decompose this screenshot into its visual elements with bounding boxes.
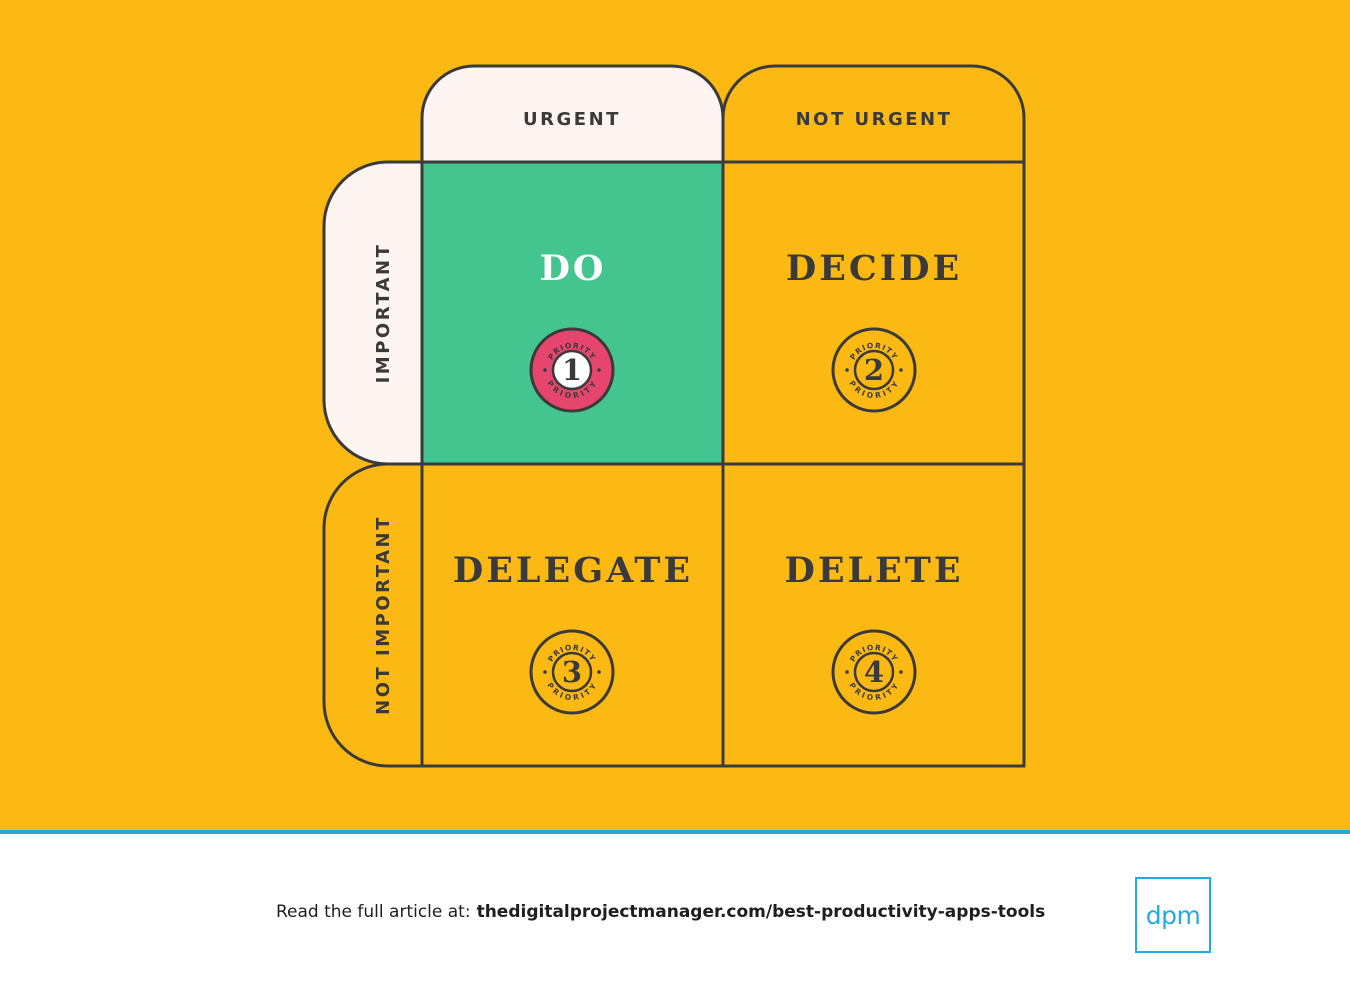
priority-4-number: 4 — [864, 655, 884, 689]
footer-prefix: Read the full article at: — [276, 902, 471, 922]
not-urgent-header-tab — [721, 64, 1026, 164]
priority-2-badge: PRIORITY PRIORITY 2 — [831, 327, 917, 413]
quadrant-delete — [721, 462, 1026, 768]
quadrant-delete-label: DELETE — [784, 550, 963, 591]
priority-1-badge: PRIORITY PRIORITY 1 — [529, 327, 615, 413]
dpm-logo[interactable]: dpm — [1135, 877, 1211, 953]
quadrant-delegate — [420, 462, 725, 768]
priority-1-number: 1 — [562, 353, 582, 387]
urgent-header-tab — [420, 64, 725, 164]
eisenhower-matrix: URGENT NOT URGENT IMPORTANT NOT IMPORTAN… — [322, 64, 1026, 768]
article-link[interactable]: thedigitalprojectmanager.com/best-produc… — [476, 902, 1046, 922]
quadrant-do-label: DO — [540, 248, 607, 289]
urgent-label: URGENT — [523, 109, 621, 130]
footer-divider — [0, 830, 1350, 834]
quadrant-decide — [721, 160, 1026, 466]
quadrant-do — [420, 160, 725, 466]
priority-3-number: 3 — [562, 655, 582, 689]
not-important-label: NOT IMPORTANT — [373, 515, 394, 715]
priority-2-number: 2 — [864, 353, 884, 387]
priority-3-badge: PRIORITY PRIORITY 3 — [529, 629, 615, 715]
quadrant-decide-label: DECIDE — [786, 248, 962, 289]
footer-caption: Read the full article at:thedigitalproje… — [276, 902, 1045, 922]
important-label: IMPORTANT — [373, 243, 394, 384]
not-important-header-tab — [322, 462, 424, 768]
not-urgent-label: NOT URGENT — [796, 109, 953, 130]
quadrant-delegate-label: DELEGATE — [453, 550, 693, 591]
important-header-tab — [322, 160, 424, 466]
footer — [0, 834, 1350, 1000]
